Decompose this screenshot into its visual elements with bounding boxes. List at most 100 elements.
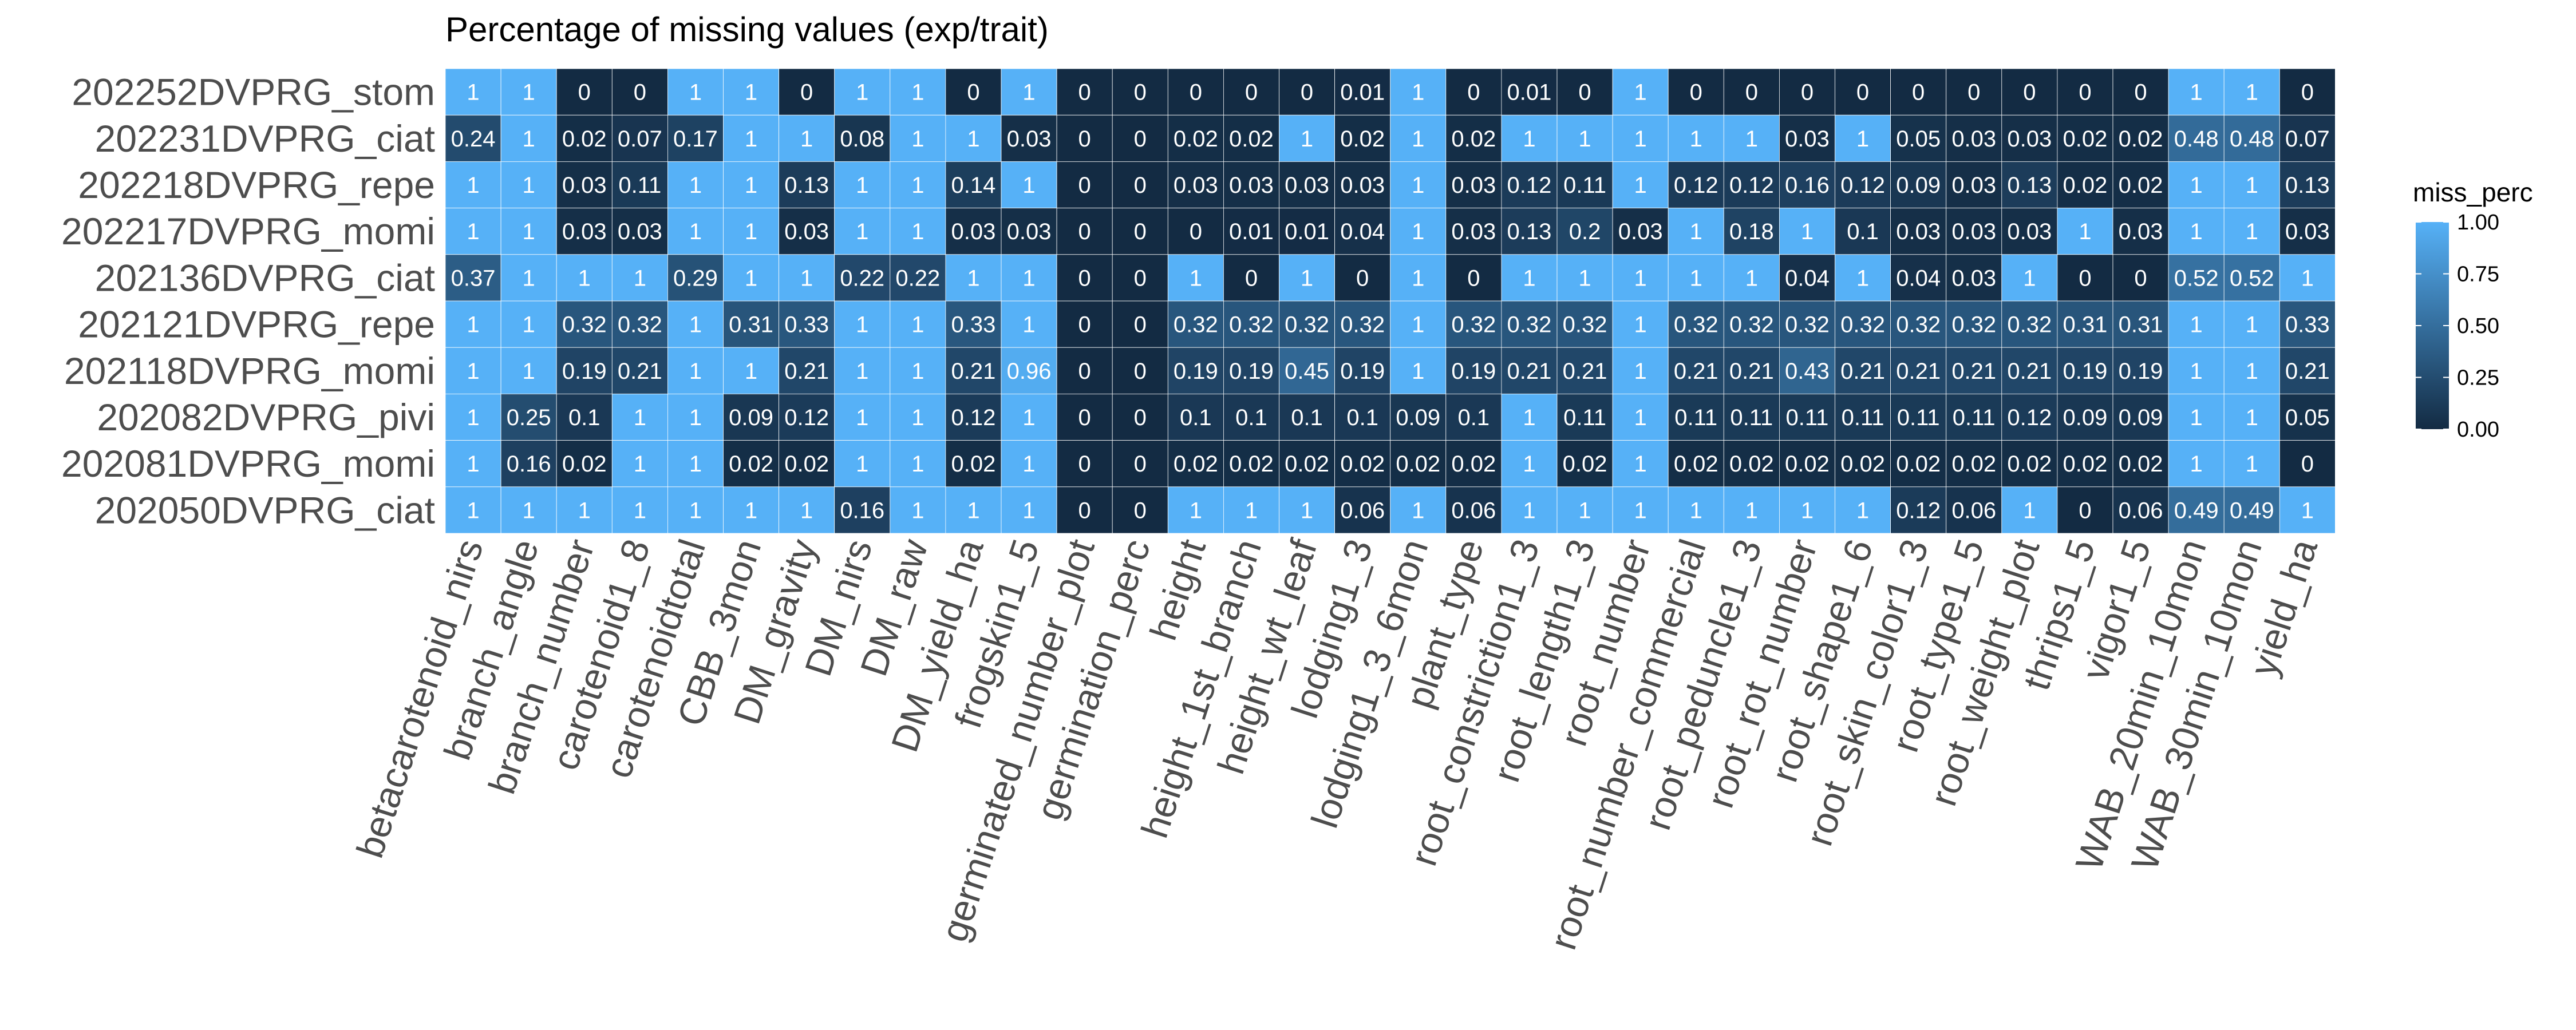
- heatmap-cell: [1723, 347, 1780, 394]
- heatmap-cell: [556, 347, 613, 394]
- heatmap-cell: [1890, 68, 1947, 116]
- cell-value-label: 0.02: [1174, 126, 1218, 152]
- heatmap-cell: [1946, 440, 2002, 488]
- heatmap-cell: [1501, 486, 1558, 534]
- cell-value-label: 0.13: [784, 173, 829, 198]
- cell-value-label: 0.03: [1951, 219, 1996, 244]
- heatmap-cell: [1835, 440, 1891, 488]
- heatmap-cell: [2279, 161, 2336, 208]
- heatmap-cell: [2168, 486, 2225, 534]
- cell-value-label: 0.32: [1174, 312, 1218, 338]
- heatmap-cell: [2112, 161, 2169, 208]
- cell-value-label: 1: [1634, 405, 1647, 430]
- heatmap-cell: [500, 68, 557, 116]
- heatmap-cell: [1167, 394, 1224, 441]
- cell-value-label: 0: [2301, 451, 2314, 477]
- cell-value-label: 1: [689, 173, 702, 198]
- cell-value-label: 0.02: [1840, 451, 1885, 477]
- cell-value-label: 0.31: [2063, 312, 2108, 338]
- heatmap-cell: [1835, 486, 1891, 534]
- cell-value-label: 1: [1190, 266, 1202, 291]
- cell-value-label: 0: [1078, 266, 1091, 291]
- heatmap-cell: [723, 161, 779, 208]
- cell-value-label: 0.32: [1674, 312, 1718, 338]
- cell-value-label: 1: [467, 451, 479, 477]
- heatmap-cell: [611, 161, 668, 208]
- cell-value-label: 0.16: [507, 451, 551, 477]
- cell-value-label: 0.24: [451, 126, 496, 152]
- heatmap-cell: [500, 300, 557, 348]
- cell-value-label: 0.52: [2174, 266, 2219, 291]
- cell-value-label: 0.43: [1785, 359, 1830, 384]
- heatmap-cell: [445, 394, 501, 441]
- heatmap-cell: [779, 394, 835, 441]
- cell-value-label: 0.02: [2119, 126, 2163, 152]
- heatmap-cell: [723, 486, 779, 534]
- cell-value-label: 1: [1022, 266, 1035, 291]
- cell-value-label: 0.02: [1340, 451, 1385, 477]
- heatmap-cell: [1223, 114, 1279, 162]
- cell-value-label: 0.02: [1396, 451, 1440, 477]
- heatmap-cell: [890, 254, 946, 302]
- heatmap-cell: [2168, 161, 2225, 208]
- cell-value-label: 1: [1690, 266, 1702, 291]
- cell-value-label: 0.12: [784, 405, 829, 430]
- cell-value-label: 1: [1523, 405, 1535, 430]
- cell-value-label: 1: [1523, 451, 1535, 477]
- cell-value-label: 1: [1801, 498, 1814, 523]
- heatmap-cell: [1112, 300, 1168, 348]
- heatmap-cell: [2279, 486, 2336, 534]
- heatmap-cell: [556, 300, 613, 348]
- heatmap-cell: [2223, 208, 2280, 255]
- cell-value-label: 1: [1022, 173, 1035, 198]
- cell-value-label: 0.32: [1896, 312, 1941, 338]
- heatmap-cell: [945, 440, 1002, 488]
- cell-value-label: 1: [1634, 498, 1647, 523]
- heatmap-cell: [1390, 68, 1447, 116]
- cell-value-label: 0.03: [562, 173, 607, 198]
- cell-value-label: 0.03: [784, 219, 829, 244]
- cell-value-label: 1: [1634, 359, 1647, 384]
- heatmap-cell: [2057, 161, 2113, 208]
- cell-value-label: 0: [1134, 451, 1147, 477]
- heatmap-cell: [2168, 300, 2225, 348]
- heatmap-cell: [834, 114, 891, 162]
- cell-value-label: 0.32: [1285, 312, 1329, 338]
- cell-value-label: 0.1: [1346, 405, 1378, 430]
- heatmap-cell: [1445, 394, 1502, 441]
- heatmap-cell: [2168, 347, 2225, 394]
- cell-value-label: 0: [2023, 80, 2036, 105]
- legend-tick-label: 0.25: [2457, 366, 2499, 390]
- heatmap-cell: [723, 300, 779, 348]
- heatmap-cell: [1723, 440, 1780, 488]
- heatmap-cell: [611, 300, 668, 348]
- cell-value-label: 1: [634, 498, 646, 523]
- heatmap-cell: [1946, 114, 2002, 162]
- cell-value-label: 0.01: [1340, 80, 1385, 105]
- heatmap-cell: [834, 440, 891, 488]
- heatmap-cell: [1501, 394, 1558, 441]
- heatmap-cell: [1723, 300, 1780, 348]
- heatmap-cell: [945, 208, 1002, 255]
- cell-value-label: 0.13: [2007, 173, 2052, 198]
- heatmap-cell: [667, 254, 724, 302]
- cell-value-label: 0.02: [562, 126, 607, 152]
- heatmap-cell: [1112, 254, 1168, 302]
- cell-value-label: 0.21: [1563, 359, 1607, 384]
- cell-value-label: 1: [1634, 266, 1647, 291]
- heatmap-cell: [2057, 254, 2113, 302]
- cell-value-label: 1: [2301, 498, 2314, 523]
- cell-value-label: 1: [911, 80, 924, 105]
- cell-value-label: 0.11: [1730, 405, 1773, 430]
- cell-value-label: 0.12: [1674, 173, 1718, 198]
- heatmap-cell: [1946, 254, 2002, 302]
- cell-value-label: 1: [967, 126, 979, 152]
- cell-value-label: 0.03: [1007, 126, 1052, 152]
- heatmap-cell: [1112, 486, 1168, 534]
- heatmap-cell: [1390, 394, 1447, 441]
- heatmap-cell: [2057, 394, 2113, 441]
- cell-value-label: 0.02: [2119, 173, 2163, 198]
- heatmap-cell: [1001, 161, 1057, 208]
- cell-value-label: 1: [2190, 80, 2203, 105]
- heatmap-cell: [1279, 347, 1335, 394]
